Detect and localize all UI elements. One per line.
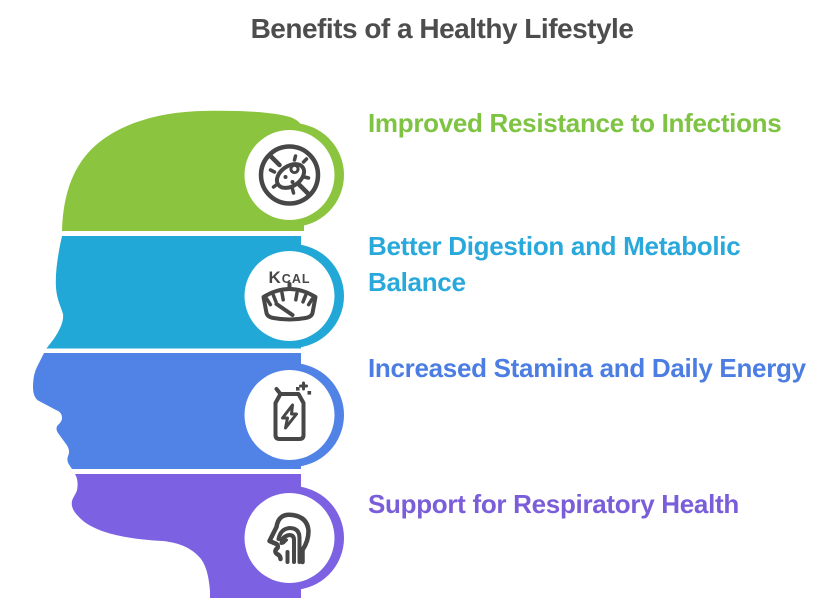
nasal-marks [279, 535, 288, 545]
germ-spikes [268, 154, 311, 195]
prohibition-slash [268, 153, 311, 197]
energy-can-icon [273, 381, 312, 441]
airway-outer [276, 526, 302, 564]
spark-plus [299, 381, 308, 391]
spark-dot [307, 391, 312, 395]
benefit-label-immunity: Improved Resistance to Infections [368, 108, 782, 138]
head-outline [267, 512, 311, 565]
page-title: Benefits of a Healthy Lifestyle [250, 13, 634, 44]
spark-dot [296, 387, 300, 391]
scale-dial [261, 287, 318, 322]
lightning-bolt [281, 403, 298, 430]
band-immunity-shape [62, 110, 304, 231]
icon-discs [244, 130, 335, 583]
scale-ticks [264, 291, 315, 307]
scale-needle [274, 302, 295, 317]
germ-spot-small [283, 175, 288, 179]
kcal-scale-icon: KCAL [261, 268, 318, 322]
benefit-label-energy: Increased Stamina and Daily Energy [368, 353, 806, 383]
band-energy-shape [33, 353, 301, 469]
head-profile-graphic: KCAL [28, 106, 349, 603]
can-body [273, 392, 306, 441]
band-digestion-shape [46, 236, 301, 349]
germ-spot-small [290, 180, 295, 184]
germ-spot-large [289, 163, 300, 175]
band-respiratory-shape [71, 474, 301, 598]
benefit-label-digestion: Better Digestion and Metabolic Balance [368, 231, 741, 297]
benefit-label-respiratory: Support for Respiratory Health [368, 489, 739, 519]
can-tab [274, 387, 283, 396]
prohibition-circle [258, 144, 321, 206]
no-infection-icon [258, 144, 321, 206]
respiratory-head-icon [267, 512, 311, 565]
